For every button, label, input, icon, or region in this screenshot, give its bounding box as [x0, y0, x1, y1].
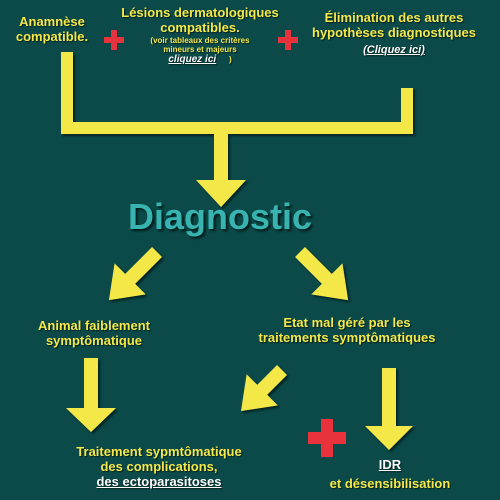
- elimination-line-2: hypothèses diagnostiques: [312, 24, 476, 40]
- lesions-line-1: Lésions dermatologiques: [121, 5, 279, 20]
- arrow-right-branch: [295, 247, 349, 301]
- anamnese-line-1: Anamnèse: [19, 14, 85, 29]
- treatment-line-1: Traitement sypmtômatique: [76, 444, 242, 459]
- right-branch-text: Etat mal géré par les traitements symptô…: [230, 315, 464, 346]
- left-branch-line-1: Animal faiblement: [38, 318, 150, 333]
- idr-text: IDR et désensibilisation: [300, 457, 480, 492]
- connector-left: [61, 52, 73, 126]
- lesions-line-2: compatibles.: [160, 19, 240, 35]
- anamnese-text: Anamnèse compatible.: [4, 14, 100, 45]
- elimination-link[interactable]: (Cliquez ici): [363, 43, 425, 56]
- arrow-right-to-treatment: [240, 365, 287, 412]
- connector-horizontal: [61, 122, 413, 134]
- connector-center: [214, 128, 228, 182]
- plus-icon-2: [278, 30, 298, 50]
- plus-icon-3: [308, 419, 346, 457]
- lesions-close-paren: ): [228, 55, 232, 65]
- left-branch-text: Animal faiblement symptômatique: [14, 318, 174, 349]
- connector-right-down: [382, 368, 396, 428]
- right-branch-line-1: Etat mal géré par les: [283, 315, 411, 330]
- right-branch-line-2: traitements symptômatiques: [258, 329, 436, 345]
- arrow-to-treatment: [66, 408, 116, 432]
- connector-left-down: [84, 358, 98, 410]
- arrow-to-idr: [365, 426, 413, 450]
- lesions-note-1: (voir tableaux des critères: [150, 35, 250, 45]
- connector-right: [401, 88, 413, 126]
- anamnese-line-2: compatible.: [15, 28, 89, 44]
- plus-icon-1: [104, 30, 124, 50]
- lesions-text: Lésions dermatologiques compatibles. (vo…: [110, 5, 290, 66]
- elimination-line-1: Élimination des autres: [324, 10, 464, 25]
- treatment-text: Traitement sypmtômatique des complicatio…: [54, 444, 264, 490]
- lesions-criteria-link[interactable]: cliquez ici: [168, 54, 217, 66]
- elimination-text: Élimination des autres hypothèses diagno…: [304, 10, 484, 57]
- left-branch-line-2: symptômatique: [45, 332, 143, 348]
- treatment-line-2: des complications,: [100, 458, 218, 474]
- diagnostic-title: Diagnostic: [128, 196, 313, 237]
- lesions-note-2: mineurs et majeurs: [163, 45, 237, 55]
- idr-line-2: et désensibilisation: [329, 475, 451, 491]
- arrow-to-diagnostic: [196, 180, 246, 207]
- ectoparasitoses-link[interactable]: des ectoparasitoses: [96, 473, 222, 489]
- arrow-left-branch: [108, 247, 162, 301]
- idr-link[interactable]: IDR: [378, 457, 402, 472]
